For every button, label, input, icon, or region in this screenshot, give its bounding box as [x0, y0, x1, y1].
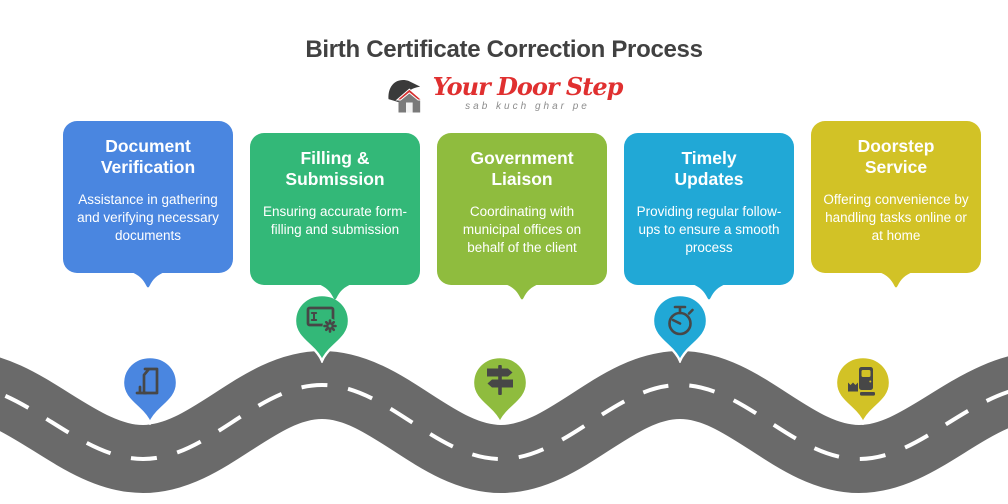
step-card-filling-submission: Filling & Submission Ensuring accurate f…	[250, 133, 420, 300]
step-title: Doorstep Service	[857, 136, 935, 178]
step-title: Government Liaison	[470, 148, 574, 190]
card-tail	[505, 284, 539, 300]
road-center-line	[0, 382, 1008, 462]
map-pin-doorstep	[834, 355, 892, 425]
map-pin-signpost	[471, 355, 529, 425]
map-pin-form	[293, 293, 351, 363]
step-description: Assistance in gathering and verifying ne…	[77, 191, 219, 243]
page-title: Birth Certificate Correction Process	[305, 36, 703, 63]
form-gear-icon	[306, 306, 338, 334]
step-title: Filling & Submission	[285, 148, 385, 190]
card-tail	[692, 284, 726, 300]
step-description: Ensuring accurate form-filling and submi…	[262, 203, 408, 237]
step-title: Timely Updates	[674, 148, 744, 190]
step-card-government-liaison: Government Liaison Coordinating with mun…	[437, 133, 607, 300]
step-description: Providing regular follow-ups to ensure a…	[636, 203, 782, 255]
house-icon	[388, 80, 423, 113]
card-tail	[318, 284, 352, 300]
step-title: Document Verification	[100, 136, 196, 178]
stopwatch-icon	[668, 305, 694, 336]
step-card-doorstep-service: Doorstep Service Offering convenience by…	[811, 121, 981, 288]
document-icon	[135, 367, 159, 395]
step-description: Offering convenience by handling tasks o…	[823, 191, 969, 243]
card-tail	[879, 272, 913, 288]
signpost-icon	[487, 365, 513, 395]
map-pin-document	[121, 355, 179, 425]
brand-name: Your Door Step	[432, 72, 624, 101]
card-tail	[131, 272, 165, 288]
brand-logo: Your Door Step sab kuch ghar pe	[0, 74, 1008, 116]
step-description: Coordinating with municipal offices on b…	[462, 203, 582, 255]
step-card-document-verification: Document Verification Assistance in gath…	[63, 121, 233, 288]
map-pin-stopwatch	[651, 293, 709, 363]
step-card-timely-updates: Timely Updates Providing regular follow-…	[624, 133, 794, 300]
brand-tagline: sab kuch ghar pe	[465, 101, 590, 113]
door-parcel-icon	[848, 367, 875, 396]
brand-text-block: Your Door Step sab kuch ghar pe	[432, 72, 624, 113]
